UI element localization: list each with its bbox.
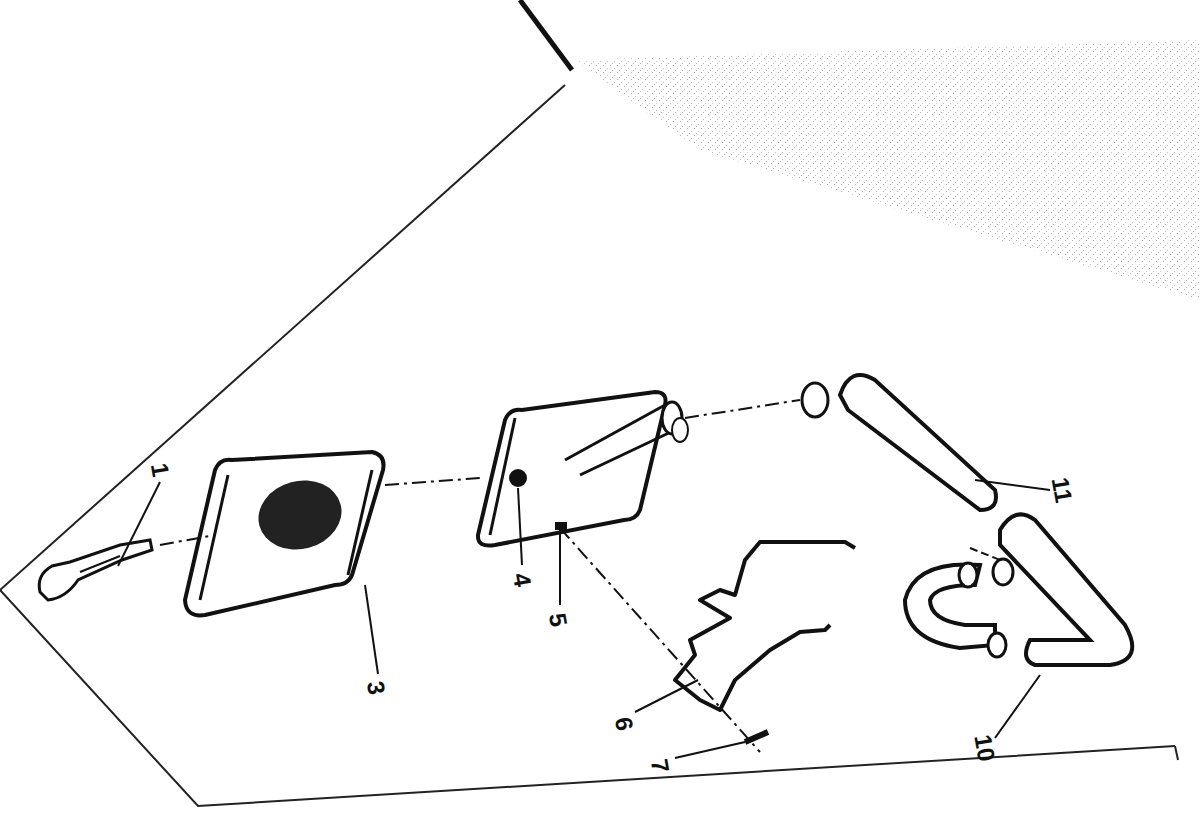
- callout-number: 10: [970, 733, 998, 763]
- callout-number: 1: [147, 461, 173, 478]
- callout-number: 6: [611, 715, 637, 732]
- callout-number: 4: [509, 571, 535, 588]
- callout-number: 5: [545, 611, 571, 628]
- callout-number: 11: [1048, 475, 1076, 504]
- callout-number: 3: [363, 679, 389, 696]
- callout-number: 7: [647, 757, 673, 774]
